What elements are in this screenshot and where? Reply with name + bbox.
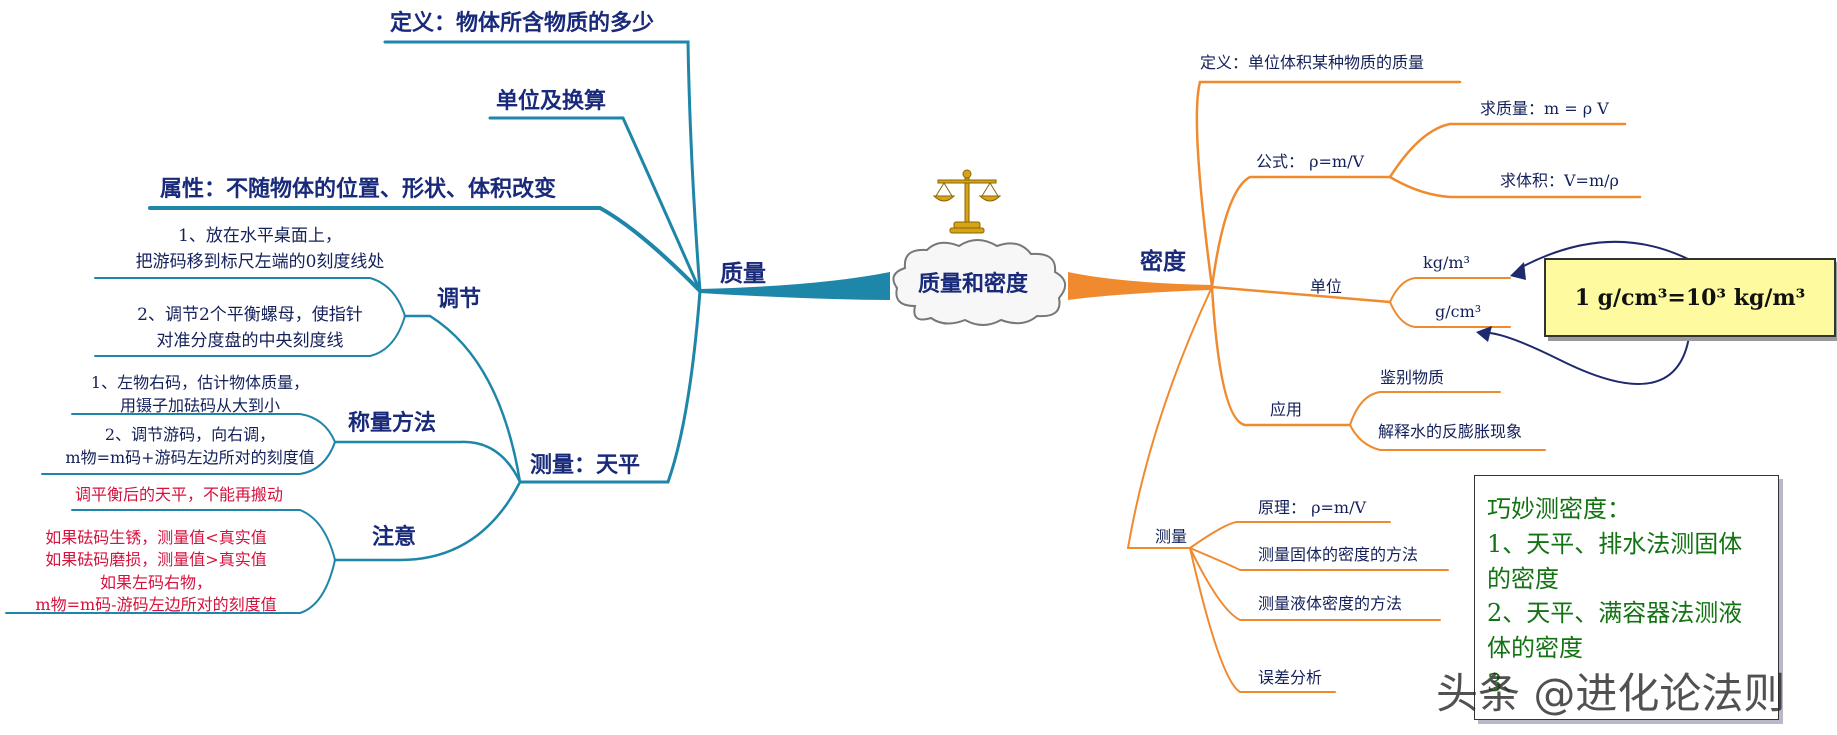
adjust-step2: 2、调节2个平衡螺母，使指针 对准分度盘的中央刻度线 <box>100 302 400 355</box>
notice-label: 注意 <box>372 524 417 550</box>
adjust-step2-line1: 2、调节2个平衡螺母，使指针 <box>137 305 363 325</box>
density-measure-principle: 原理： ρ=m/V <box>1258 498 1367 517</box>
density-node-label: 密度 <box>1140 248 1186 275</box>
weigh-label: 称量方法 <box>348 410 437 436</box>
center-node-cloud <box>892 239 1066 326</box>
density-application-2: 解释水的反膨胀现象 <box>1378 422 1523 441</box>
mass-property: 属性：不随物体的位置、形状、体积改变 <box>160 176 557 202</box>
density-measure-solid: 测量固体的密度的方法 <box>1258 545 1419 564</box>
tip-line-2: 2、天平、满容器法测液体的密度 <box>1487 599 1743 663</box>
weigh-step1: 1、左物右码，估计物体质量， 用镊子加砝码从大到小 <box>70 371 330 417</box>
unit-conversion-text: 1 g/cm³=10³ kg/m³ <box>1574 284 1806 311</box>
density-application-label: 应用 <box>1270 400 1303 419</box>
density-unit-kgm3: kg/m³ <box>1423 253 1470 272</box>
tip-title: 巧妙测密度： <box>1487 495 1631 523</box>
adjust-step2-line2: 对准分度盘的中央刻度线 <box>156 331 344 352</box>
balance-scale-icon <box>932 169 1002 234</box>
density-formula-mass: 求质量：m = ρ V <box>1480 99 1609 118</box>
density-unit-gcm3: g/cm³ <box>1435 302 1482 321</box>
tip-line-1: 1、天平、排水法测固体的密度 <box>1487 529 1743 593</box>
watermark: 头条 @进化论法则 <box>1436 669 1786 718</box>
tip-line-3: 3、 <box>1487 668 1527 697</box>
weigh-step1-line2: 用镊子加砝码从大到小 <box>119 396 280 416</box>
adjust-step1-line2: 把游码移到标尺左端的0刻度线处 <box>135 252 385 273</box>
density-formula-label: 公式： ρ=m/V <box>1256 152 1365 171</box>
notice-item-2-line1: 如果砝码生锈，测量值<真实值 <box>45 528 267 547</box>
adjust-label: 调节 <box>437 286 482 312</box>
density-measure-label: 测量 <box>1155 527 1188 546</box>
density-unit-label: 单位 <box>1310 277 1343 296</box>
weigh-step1-line1: 1、左物右码，估计物体质量， <box>90 373 310 392</box>
density-application-1: 鉴别物质 <box>1380 368 1445 387</box>
weigh-step2-line1: 2、调节游码，向右调， <box>104 425 276 444</box>
notice-item-2-line3: 如果左码右物， <box>99 572 212 592</box>
density-measure-liquid: 测量液体密度的方法 <box>1258 594 1403 613</box>
notice-item-2-line2: 如果砝码磨损，测量值>真实值 <box>45 550 267 570</box>
mass-units: 单位及换算 <box>496 88 607 114</box>
mass-node-label: 质量 <box>720 260 766 287</box>
notice-item-1: 调平衡后的天平，不能再搬动 <box>75 485 284 504</box>
notice-item-2: 如果砝码生锈，测量值<真实值 如果砝码磨损，测量值>真实值 如果左码右物， m物… <box>6 527 306 617</box>
notice-item-2-line4: m物=m码-游码左边所对的刻度值 <box>35 595 277 615</box>
unit-conversion-box: 1 g/cm³=10³ kg/m³ <box>1544 258 1836 337</box>
center-label: 质量和密度 <box>918 271 1029 297</box>
mass-definition: 定义：物体所含物质的多少 <box>390 10 655 36</box>
mass-measure-label: 测量：天平 <box>530 452 641 478</box>
density-formula-volume: 求体积：V=m/ρ <box>1500 171 1619 190</box>
tip-box: 巧妙测密度： 1、天平、排水法测固体的密度 2、天平、满容器法测液体的密度 3、 <box>1474 475 1779 720</box>
adjust-step1: 1、放在水平桌面上， 把游码移到标尺左端的0刻度线处 <box>100 223 420 276</box>
density-measure-error: 误差分析 <box>1258 668 1323 687</box>
adjust-step1-line1: 1、放在水平桌面上， <box>178 226 342 246</box>
density-definition: 定义：单位体积某种物质的质量 <box>1200 53 1425 72</box>
weigh-step2-line2: m物=m码+游码左边所对的刻度值 <box>65 448 315 468</box>
weigh-step2: 2、调节游码，向右调， m物=m码+游码左边所对的刻度值 <box>45 423 335 469</box>
